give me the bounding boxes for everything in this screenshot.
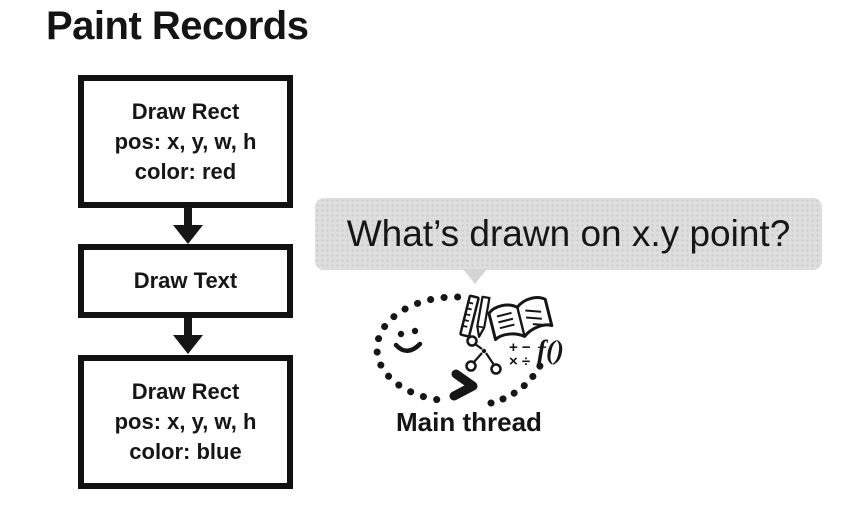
loop-arrowhead-icon (449, 369, 478, 401)
smiley-face-icon (393, 327, 423, 353)
box-line: Draw Rect (131, 379, 240, 404)
box-line: Draw Rect (131, 98, 240, 124)
dotted-loop-arrow-icon (373, 293, 462, 405)
down-arrow-icon (173, 207, 203, 244)
flow-box-draw-rect-blue: Draw Rect pos: x, y, w, h color: blue (78, 355, 293, 489)
tree-diagram-icon (465, 335, 502, 375)
function-notation-text: f() (537, 335, 564, 365)
math-symbols-row1: + − (509, 339, 531, 356)
flow-box-draw-text: Draw Text (78, 244, 293, 318)
box-line: Draw Text (133, 268, 238, 293)
main-thread-doodle: + − × ÷ f() (373, 293, 564, 407)
ruler-icon (459, 294, 480, 338)
main-thread-label: Main thread (396, 407, 542, 437)
book-icon (487, 296, 554, 342)
pencil-icon (476, 295, 491, 338)
speech-bubble: What’s drawn on x.y point? (315, 198, 822, 284)
flow-box-draw-rect-red: Draw Rect pos: x, y, w, h color: red (78, 75, 293, 208)
speech-bubble-text: What’s drawn on x.y point? (346, 213, 791, 254)
down-arrow-icon (173, 317, 203, 354)
speech-bubble-tail (463, 269, 487, 284)
box-line: pos: x, y, w, h (114, 409, 257, 434)
box-line: pos: x, y, w, h (114, 128, 257, 154)
math-symbols-row2: × ÷ (509, 353, 530, 370)
box-line: color: red (134, 158, 237, 184)
page-title: Paint Records (46, 4, 309, 48)
box-line: color: blue (129, 439, 242, 464)
